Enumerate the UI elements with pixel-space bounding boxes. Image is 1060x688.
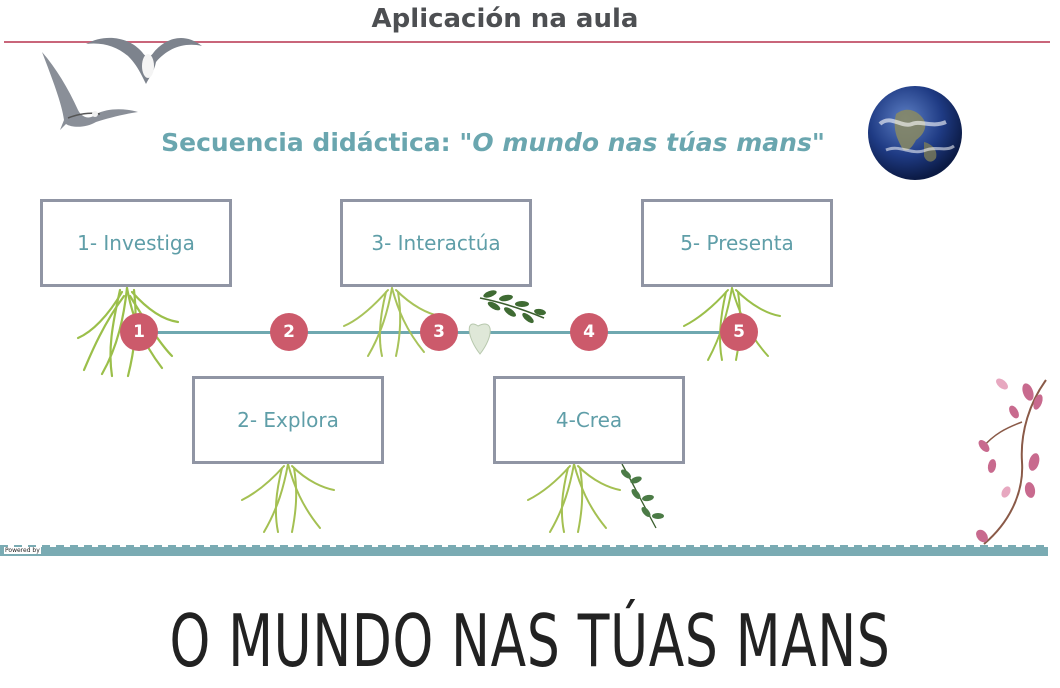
footer-dashed-line (0, 545, 1048, 547)
step-box-interactua[interactable]: 3- Interactúa (340, 199, 532, 287)
presentation-slide: Aplicación na aula Secuencia didáctica: … (0, 4, 1050, 556)
subtitle-quote: "O mundo nas túas mans" (459, 128, 825, 157)
step-box-investiga[interactable]: 1- Investiga (40, 199, 232, 287)
footer-band (0, 547, 1048, 556)
timeline-node-1[interactable]: 1 (120, 313, 158, 351)
grass-icon (241, 463, 335, 533)
powered-by-label: Powered by (4, 547, 41, 554)
seagull-icon (86, 37, 202, 84)
grass-icon (527, 463, 621, 533)
subtitle-prefix: Secuencia didáctica: (161, 128, 460, 157)
page-title: O MUNDO NAS TÚAS MANS (169, 599, 891, 683)
grass-icon (343, 287, 441, 357)
earth-icon (868, 86, 962, 180)
timeline-node-5[interactable]: 5 (720, 313, 758, 351)
step-box-crea[interactable]: 4-Crea (493, 376, 685, 464)
header-divider (4, 41, 1050, 43)
magnolia-branch-icon (976, 378, 1047, 545)
timeline-node-3[interactable]: 3 (420, 313, 458, 351)
step-box-presenta[interactable]: 5- Presenta (641, 199, 833, 287)
timeline-node-4[interactable]: 4 (570, 313, 608, 351)
slide-subtitle: Secuencia didáctica: "O mundo nas túas m… (0, 128, 986, 157)
grass-icon (76, 286, 180, 378)
slide-header-title: Aplicación na aula (371, 4, 639, 34)
leaf-icon (468, 290, 546, 355)
seagull-icon (42, 52, 138, 130)
step-box-explora[interactable]: 2- Explora (192, 376, 384, 464)
timeline-node-2[interactable]: 2 (270, 313, 308, 351)
leaf-icon (621, 463, 664, 529)
